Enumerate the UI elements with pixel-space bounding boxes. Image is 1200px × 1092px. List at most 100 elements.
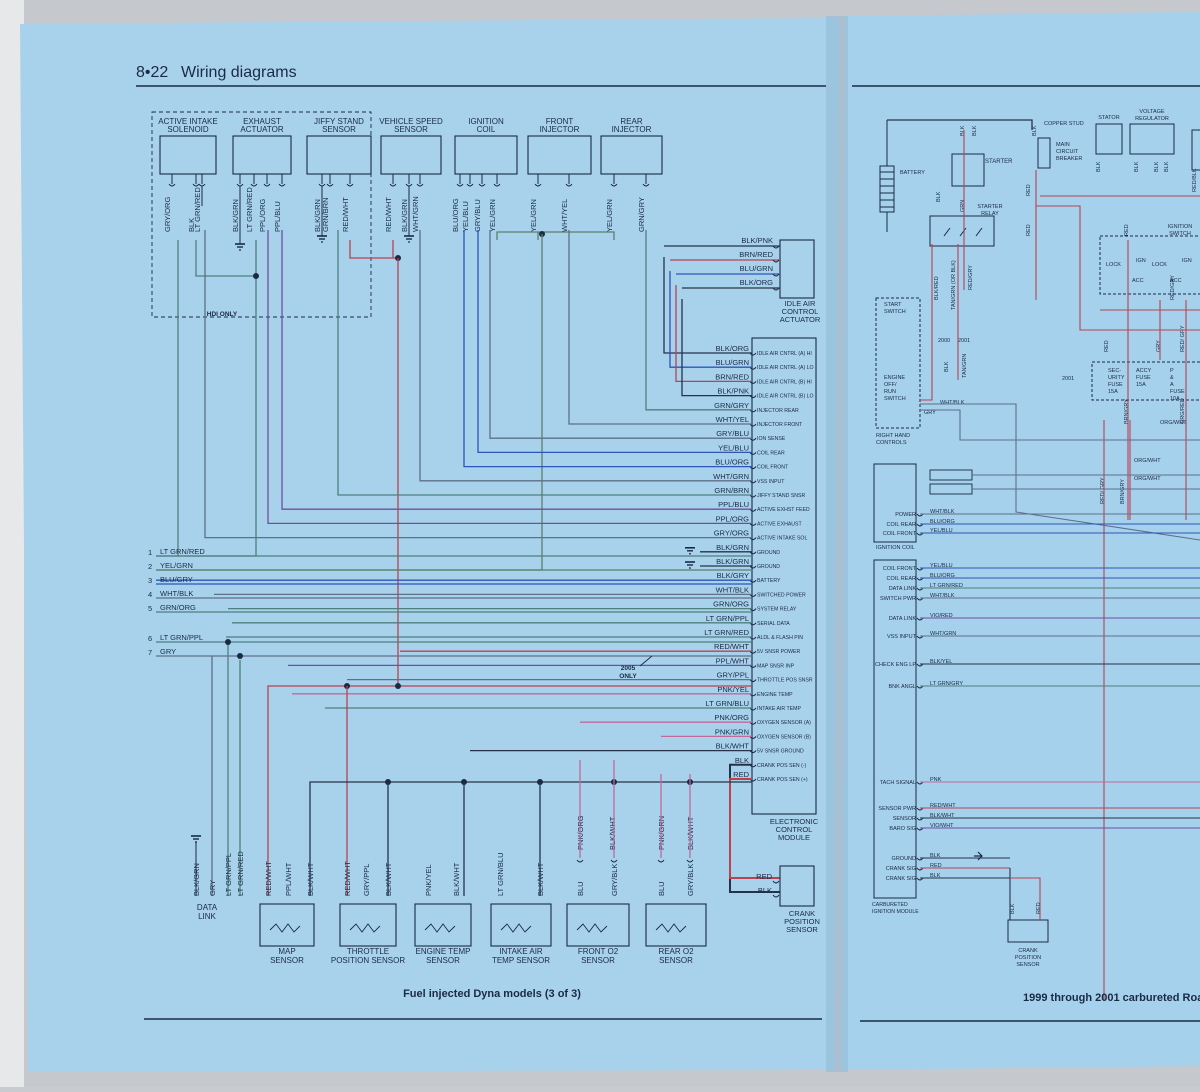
wire-label: GRY/BLU [473,199,482,232]
row-number: 5 [148,604,152,613]
wire-label: PNK/YEL [424,864,433,896]
wire-label: BLK/ORG [740,278,774,287]
component-label: REAR O2 [658,947,694,956]
pin-label: INJECTOR REAR [757,408,799,414]
starter-box [951,153,985,187]
wire-label: PPL/WHT [284,862,293,896]
wire-label: BLK [930,873,941,879]
pin-label: TACH SIGNAL [880,780,916,786]
wire-label: WHT/YEL [716,415,749,424]
connector-mark [686,859,694,863]
wire [1010,877,1041,920]
component-label: FRONT O2 [578,947,619,956]
component-label: MODULE [778,833,810,842]
pin-label: VSS INPUT [887,634,917,640]
rh-controls-box [875,297,921,429]
wire-label: GRY [1156,340,1162,352]
connector-mark [916,532,924,536]
wire-label: GRN/GRY [714,401,749,410]
pin-label: ACTIVE EXHAUST [757,521,803,527]
component-label: INJECTOR [540,125,580,134]
wire-label: RED/ GRY [1180,325,1186,352]
connector-row: 5 GRN/ORG [148,603,752,613]
connector-mark [916,597,924,601]
relay-contacts [943,227,983,237]
pin-label: IDLE AIR CNTRL (A) LO [757,365,814,371]
wire-label: GRY/PPL [717,671,749,680]
wire-label: RED/WHT [384,197,393,232]
regulator-label: VOLTAGE [1139,109,1164,115]
pin-label: GROUND [892,856,916,862]
pin-label: CRANK POS SEN (+) [757,777,808,783]
ignition-switch-box [1099,235,1200,295]
year-note: ONLY [619,673,637,680]
wire-label: WHT/GRN [411,196,420,232]
wire-label: LT GRN/RED [245,187,254,232]
wire-label: BLK/WHT [930,813,955,819]
wire-label: WHT/BLK [160,589,193,598]
connector-mark [916,635,924,639]
wire-label: YEL/BLU [461,201,470,232]
wire-label: BLK [930,853,941,859]
wire-label: BRN/GRY [1120,479,1126,504]
component-label: ACTUATOR [780,315,821,324]
row-number: 7 [148,648,152,657]
ecm-wire [681,299,752,397]
wire-5v-bus [267,685,752,896]
component-box [454,135,518,175]
module-box [873,559,917,899]
connector-mark [493,183,501,187]
breaker-label: CIRCUIT [1056,149,1079,155]
wire-label: BLK/PNK [717,387,749,396]
component-label: MAP [278,947,295,956]
relay-label: RELAY [981,211,999,217]
pin-label: MAP SNSR INP [757,663,795,669]
connector-mark [916,685,924,689]
pin-label: ION SENSE [757,436,786,442]
wire-label: GRN/ORG [713,600,749,609]
wire-label: BLK/GRN [716,543,749,552]
ecm-pin: CRANK POS SEN (+) RED [729,770,808,879]
wire-label: BLK/WHT [608,816,617,850]
pin-label: ACTIVE EXHST FEED [757,507,810,513]
connector-mark [772,287,780,291]
wire-label: RED [733,770,749,779]
wire-label: LT GRN/RED [193,187,202,232]
pin-label: DATA LINK [889,586,917,592]
pin-label: BARO SIG [889,826,916,832]
wire-label: LT GRN/RED [930,583,963,589]
pin-label: 5V SNSR POWER [757,649,800,655]
ecm-wire [645,230,752,411]
fuse-label: ACCY [1136,368,1152,374]
connector-mark [916,781,924,785]
pin-label: BATTERY [757,578,781,584]
rh-controls-label: CONTROLS [876,440,907,446]
left-caption: Fuel injected Dyna models (3 of 3) [403,988,581,1000]
wire-label: PNK/GRN [715,727,749,736]
ecm-wire [204,230,752,539]
connector-mark [772,245,780,249]
wire-label: VIO/RED [930,613,953,619]
pin-label: IDLE AIR CNTRL (B) LO [757,394,814,400]
wire-label: BLK [1032,125,1038,136]
wire-label: BLK [1164,161,1170,172]
stator-box [1095,123,1123,155]
wire-label: BLK/GRN [231,199,240,232]
wire-label: GRY/BLK [686,864,695,896]
ecm-wire [489,230,752,439]
component-label: VEHICLE SPEED [379,117,443,126]
wire-label: YEL/BLU [930,528,953,534]
